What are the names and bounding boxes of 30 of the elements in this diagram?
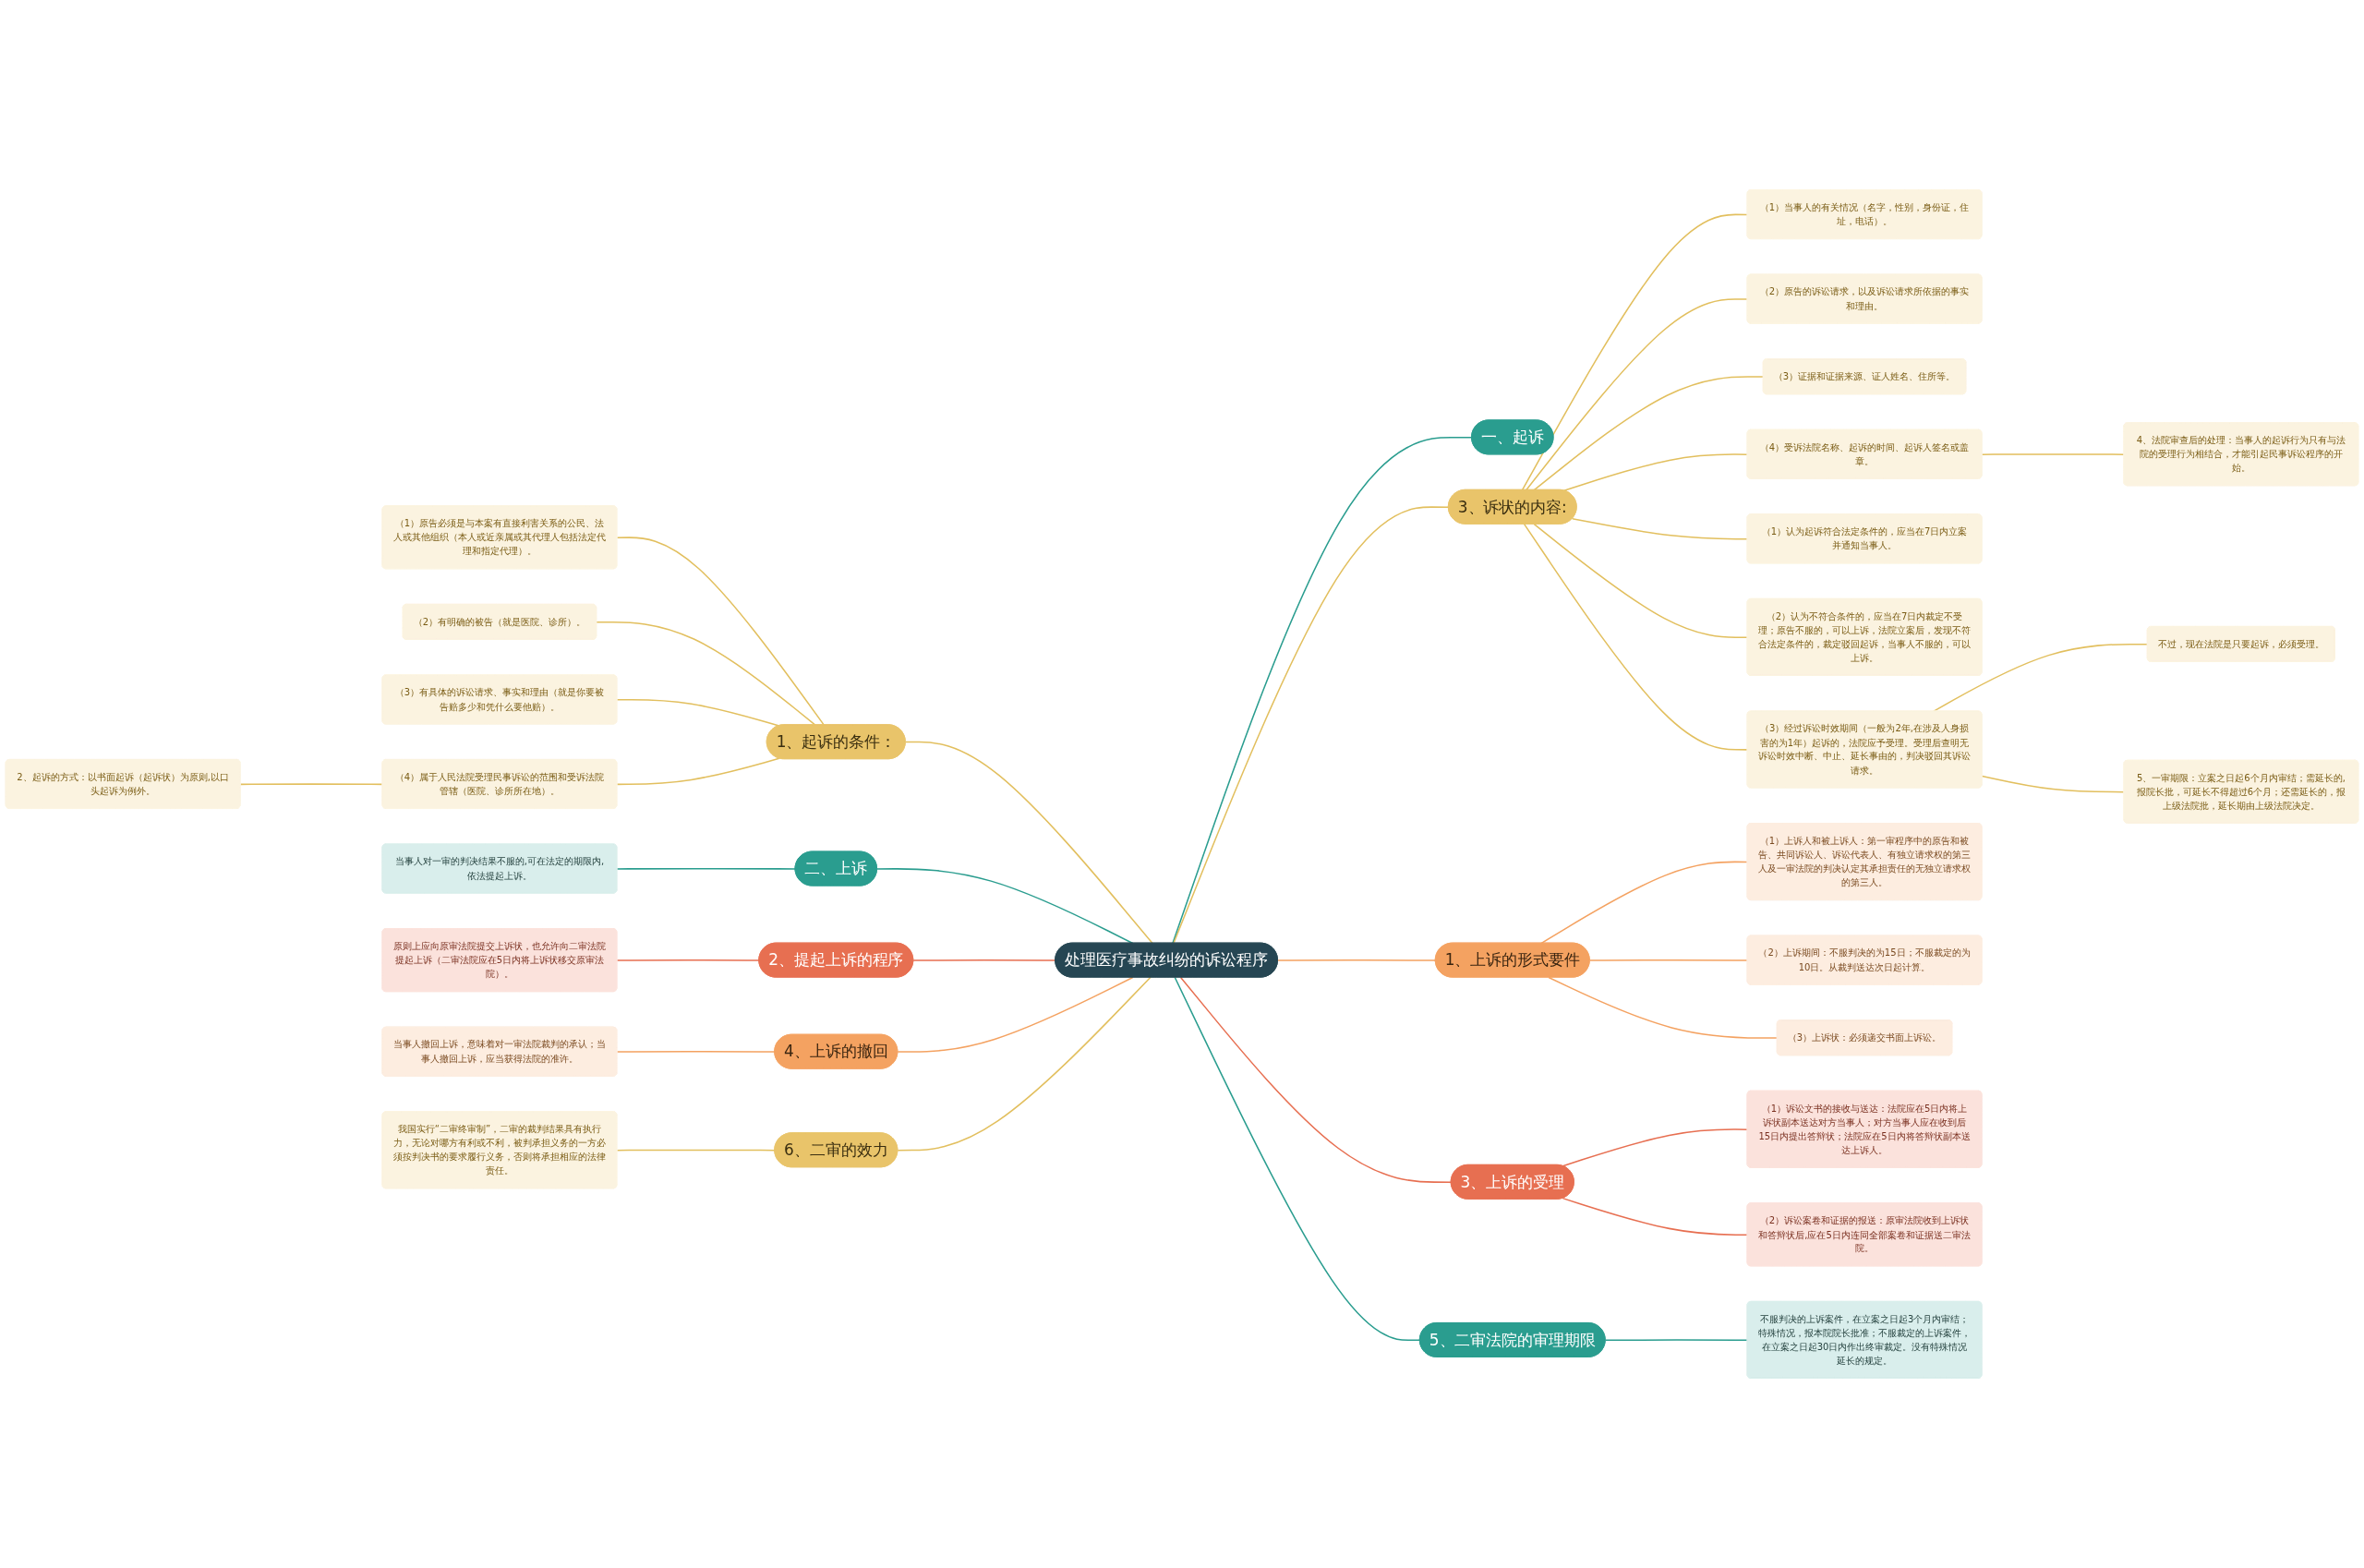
connector — [1562, 1197, 1749, 1236]
connector — [1533, 523, 1749, 639]
connector — [596, 621, 816, 726]
connector — [1588, 959, 1749, 961]
connector — [1521, 213, 1749, 491]
connector — [1604, 1339, 1749, 1342]
connector — [616, 1051, 776, 1053]
connector — [904, 741, 1153, 945]
connector — [1173, 506, 1450, 945]
connector — [1525, 298, 1749, 491]
connector — [1563, 453, 1749, 492]
connector — [1174, 976, 1421, 1342]
connector — [1548, 976, 1779, 1039]
connector — [897, 976, 1152, 1152]
connector — [1540, 861, 1749, 945]
connector — [616, 537, 826, 726]
connector — [616, 867, 797, 870]
connector — [616, 757, 780, 786]
connector — [1523, 523, 1749, 751]
connector — [897, 976, 1134, 1053]
connector — [1571, 518, 1749, 540]
connector — [912, 959, 1056, 961]
connector — [616, 959, 760, 961]
connector — [1277, 959, 1437, 961]
connector — [1179, 976, 1453, 1183]
connector — [616, 1149, 776, 1152]
connector — [616, 698, 780, 727]
connector — [1533, 376, 1765, 491]
connector — [876, 868, 1134, 945]
connector — [1172, 436, 1473, 945]
